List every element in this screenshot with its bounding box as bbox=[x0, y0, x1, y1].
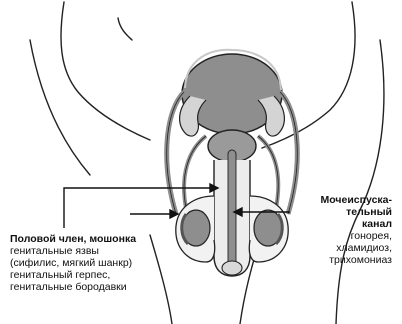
callout-item: (сифилис, мягкий шанкр) bbox=[10, 257, 136, 269]
urethra-title-line: канал bbox=[288, 218, 392, 230]
body-outline-right-side bbox=[336, 40, 384, 324]
callout-item: трихомониаз bbox=[288, 254, 392, 266]
callout-item: гонорея, bbox=[288, 230, 392, 242]
urethra-title-line: тельный bbox=[288, 206, 392, 218]
penis-scrotum-callout: Половой член, мошонка генитальные язвы (… bbox=[10, 233, 136, 293]
glans bbox=[222, 261, 242, 275]
callout-item: генитальные язвы bbox=[10, 245, 136, 257]
callout-item: генитальные бородавки bbox=[10, 281, 136, 293]
penis-scrotum-title: Половой член, мошонка bbox=[10, 233, 136, 245]
urethra-title-line: Мочеиспуска- bbox=[288, 194, 392, 206]
groin-line-left bbox=[30, 40, 90, 175]
body-outline-left-hip bbox=[61, 2, 150, 140]
callout-item: генитальный герпес, bbox=[10, 269, 136, 281]
left-leg-outline bbox=[118, 18, 132, 40]
urethra-callout: Мочеиспуска- тельный канал гонорея, хлам… bbox=[288, 194, 392, 266]
inner-thigh-left bbox=[150, 235, 172, 324]
callout-item: хламидиоз, bbox=[288, 242, 392, 254]
